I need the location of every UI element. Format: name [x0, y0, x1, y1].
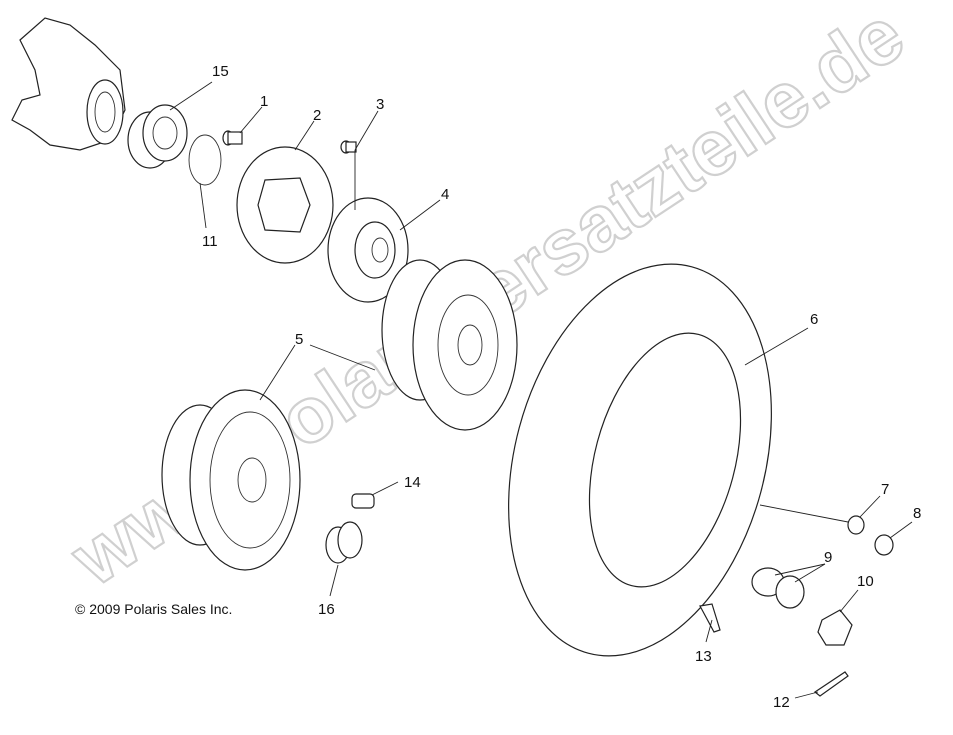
cast-wheel-5	[161, 389, 301, 571]
callout-3: 3	[376, 96, 384, 113]
bearing-15	[127, 104, 188, 169]
callout-9: 9	[824, 549, 832, 566]
valve-14	[351, 493, 375, 509]
steering-knuckle	[11, 17, 126, 151]
bolt-1	[222, 130, 243, 146]
callout-5: 5	[295, 331, 303, 348]
nut-8	[874, 534, 894, 556]
callout-15: 15	[212, 63, 229, 80]
tire-6	[508, 263, 772, 657]
callout-1: 1	[260, 93, 268, 110]
callout-16: 16	[318, 601, 335, 618]
callout-7: 7	[881, 481, 889, 498]
callout-6: 6	[810, 311, 818, 328]
copyright-text: © 2009 Polaris Sales Inc.	[75, 601, 232, 617]
washer-7	[847, 515, 865, 535]
callout-8: 8	[913, 505, 921, 522]
callout-12: 12	[773, 694, 790, 711]
callout-13: 13	[695, 648, 712, 665]
callout-10: 10	[857, 573, 874, 590]
leader-lines	[169, 81, 913, 699]
snap-ring-11	[188, 134, 222, 186]
cotter-pin-12	[813, 671, 849, 697]
bearing-16	[325, 521, 363, 564]
nut-10	[817, 609, 853, 646]
callout-11: 11	[202, 233, 218, 250]
callout-14: 14	[404, 474, 421, 491]
bolt-3	[340, 140, 357, 154]
hub-4	[327, 197, 409, 303]
bolt-13	[699, 603, 721, 633]
callout-2: 2	[313, 107, 321, 124]
steel-wheel-5	[381, 259, 518, 431]
callout-4: 4	[441, 186, 449, 203]
brake-disc-2	[236, 146, 334, 264]
